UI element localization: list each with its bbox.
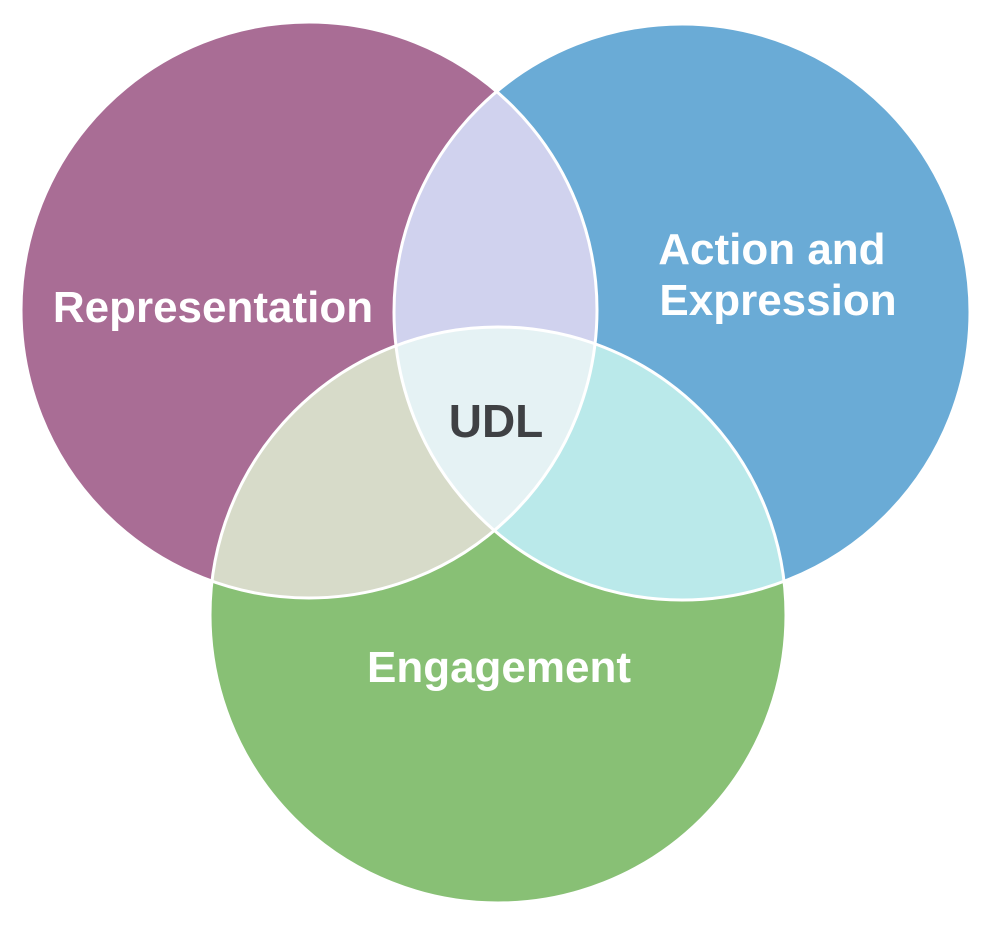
representation-label: Representation — [53, 283, 373, 332]
action-expression-outline — [392, 22, 972, 602]
engagement-label: Engagement — [367, 643, 631, 692]
representation-outline — [19, 20, 599, 600]
representation-engagement-overlap — [210, 327, 597, 598]
engagement-outline — [208, 325, 788, 905]
action-expression-label-line-2: Expression — [659, 276, 896, 325]
udl-center-label: UDL — [449, 395, 544, 447]
action-engagement-overlap — [394, 327, 786, 600]
action-expression-label: Action and Expression — [658, 225, 898, 325]
action-expression-label-line-1: Action and — [658, 225, 885, 274]
